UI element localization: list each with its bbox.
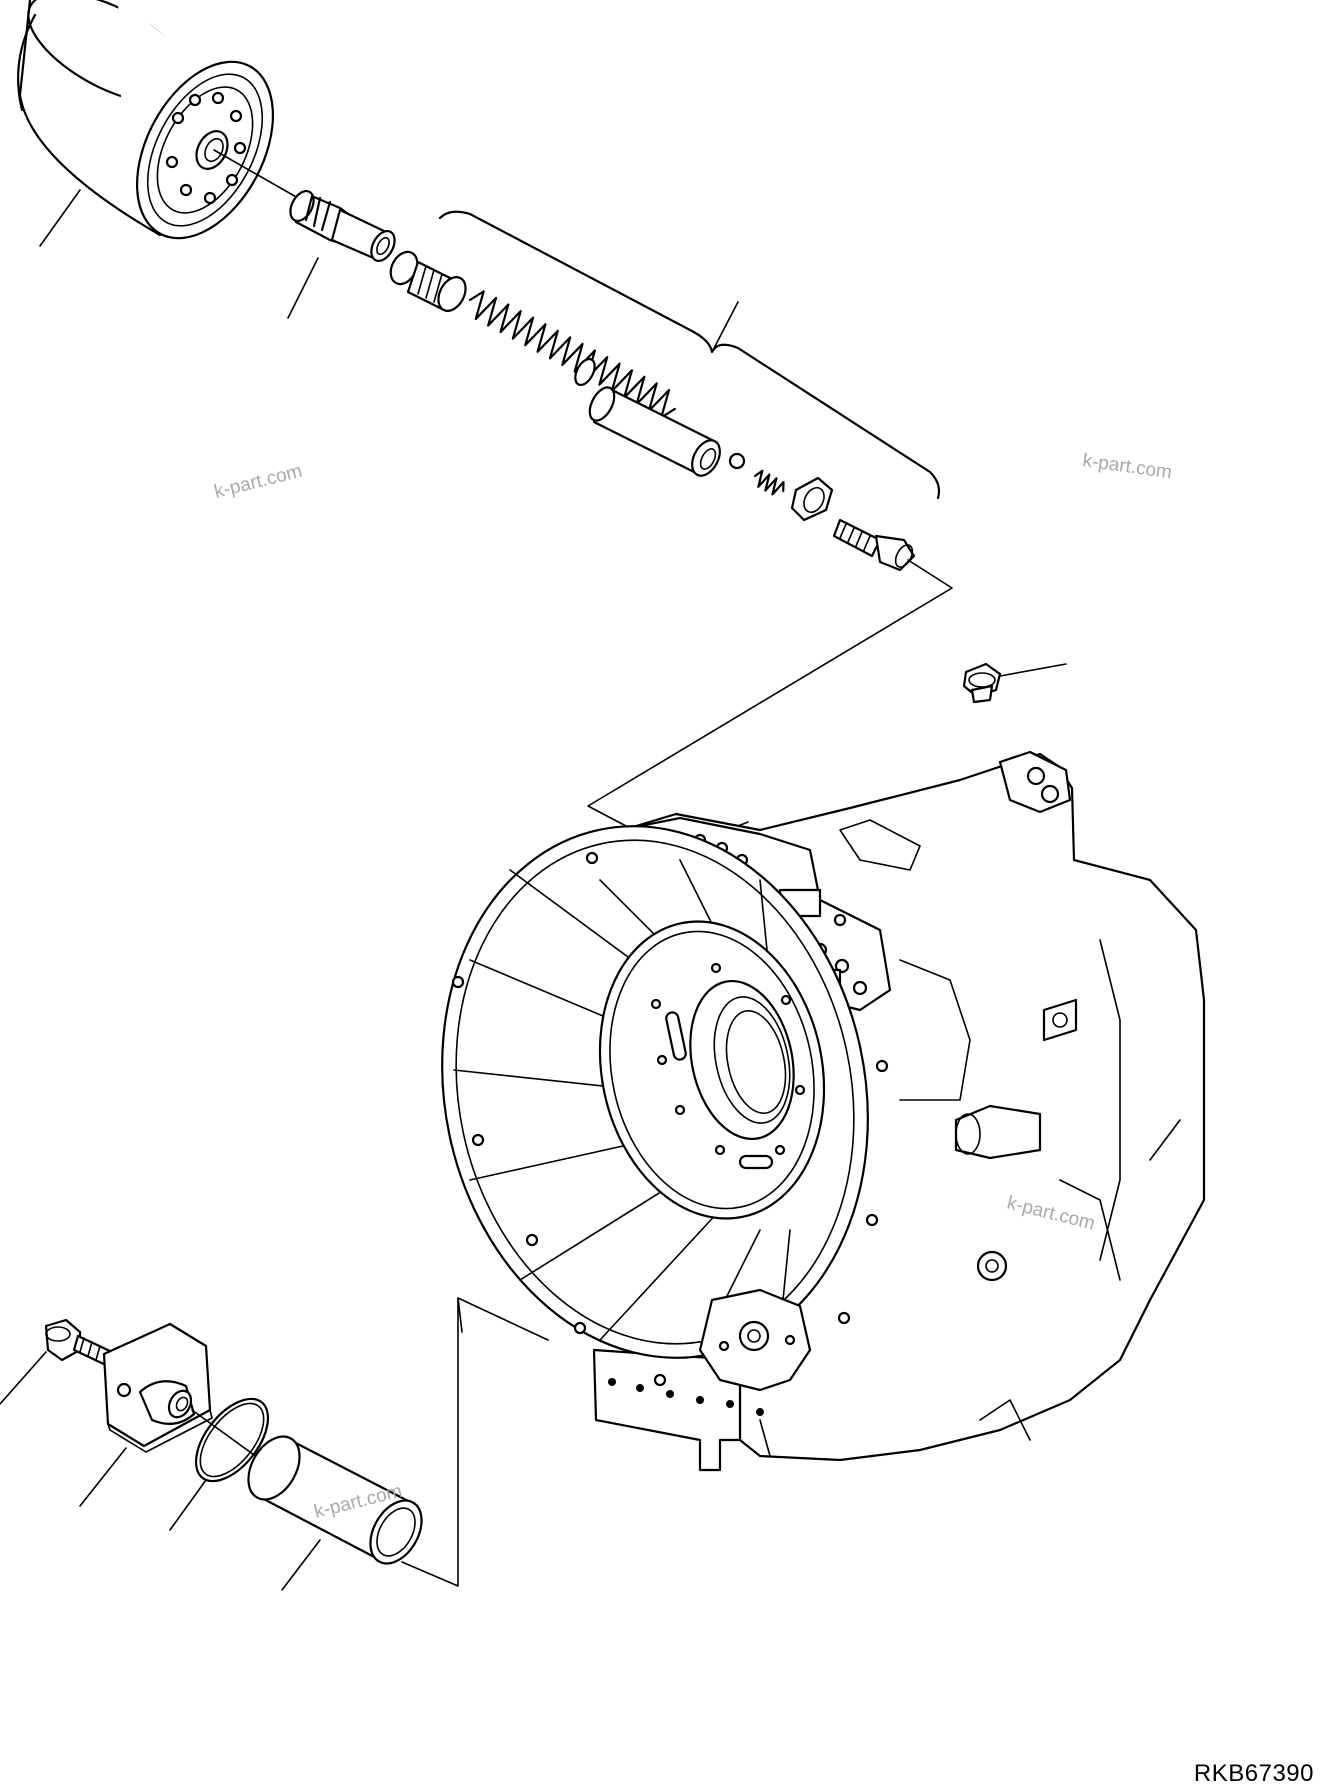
bolt-icon[interactable] [44,1318,114,1368]
plug-icon[interactable] [962,662,1002,704]
watermark-text: k-part.com [212,461,304,503]
relief-valve-assembly-icon[interactable] [385,210,941,572]
filter-adapter-nipple-icon[interactable] [286,187,400,265]
watermark-text: k-part.com [1081,450,1173,483]
drawing-code: RKB67390 [1193,1760,1314,1787]
o-ring-icon[interactable] [182,1386,282,1494]
sleeve-icon[interactable] [238,1428,432,1573]
cover-plate-icon[interactable] [102,1322,213,1453]
transmission-case-icon[interactable] [394,750,1206,1472]
oil-filter-cartridge-icon[interactable] [12,0,301,261]
